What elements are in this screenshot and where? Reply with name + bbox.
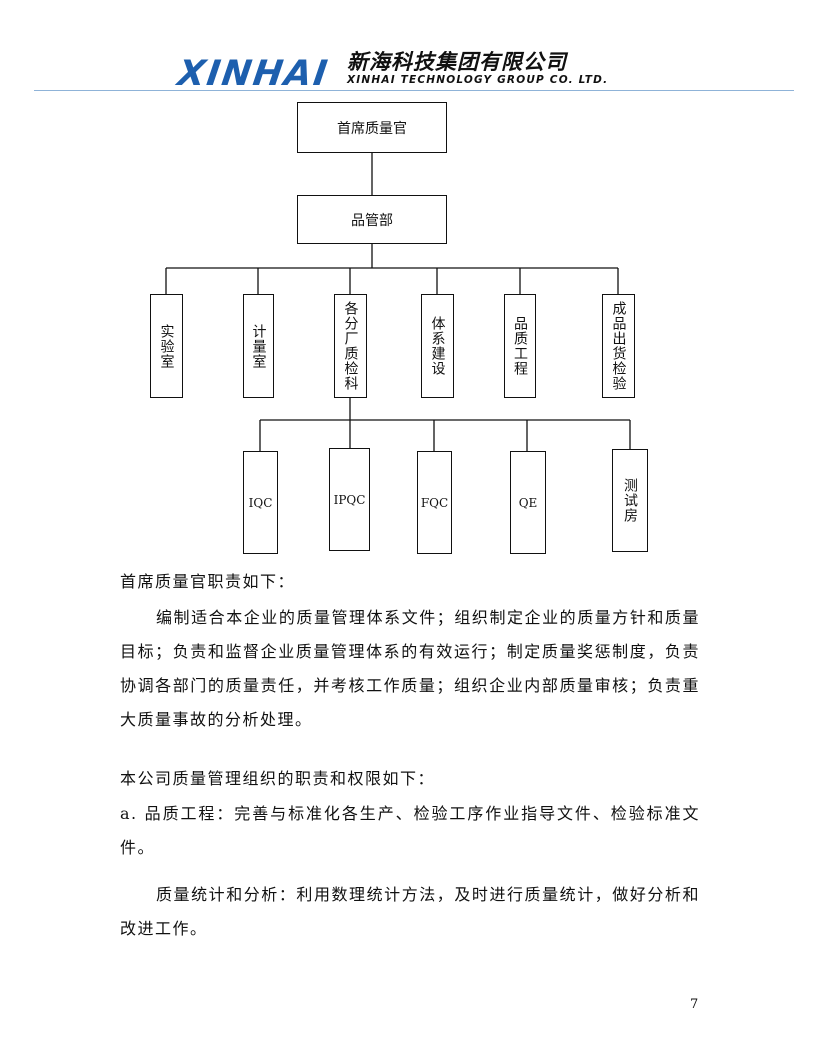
company-name-en: XINHAI TECHNOLOGY GROUP CO. LTD. <box>347 74 609 86</box>
org-box-test-room: 测试房 <box>612 449 648 552</box>
section-title-org-duties: 本公司质量管理组织的职责和权限如下： <box>120 769 436 788</box>
org-box-label: FQC <box>420 495 449 510</box>
org-box-label: 成品出货检验 <box>610 301 627 391</box>
org-box-chief-quality-officer: 首席质量官 <box>297 102 447 153</box>
org-box-laboratory: 实验室 <box>150 294 183 398</box>
org-box-qe: QE <box>510 451 546 554</box>
org-box-iqc: IQC <box>243 451 278 554</box>
org-box-label: 品管部 <box>351 212 393 229</box>
org-box-label: 体系建设 <box>429 316 446 376</box>
paragraph-quality-statistics: 质量统计和分析：利用数理统计方法，及时进行质量统计，做好分析和改进工作。 <box>120 885 700 938</box>
company-name-cn: 新海科技集团有限公司 <box>347 50 567 74</box>
org-box-system-building: 体系建设 <box>421 294 454 398</box>
org-box-fqc: FQC <box>417 451 452 554</box>
org-box-label: 实验室 <box>158 323 175 369</box>
org-box-metrology: 计量室 <box>243 294 274 398</box>
org-box-quality-dept: 品管部 <box>297 195 447 244</box>
org-box-label: 各分厂质检科 <box>342 301 359 391</box>
org-box-outgoing-inspection: 成品出货检验 <box>602 294 635 398</box>
org-box-label: 计量室 <box>250 323 267 369</box>
paragraph-quality-engineering: a. 品质工程：完善与标准化各生产、检验工序作业指导文件、检验标准文件。 <box>120 804 700 857</box>
org-box-label: IPQC <box>333 492 366 507</box>
page-number: 7 <box>690 997 699 1012</box>
org-box-label: 首席质量官 <box>337 120 407 137</box>
header-divider <box>34 90 794 91</box>
org-box-branch-qc: 各分厂质检科 <box>334 294 367 398</box>
org-box-label: 测试房 <box>622 478 638 523</box>
org-box-label: IQC <box>248 495 273 510</box>
paragraph-cqo-duties: 编制适合本企业的质量管理体系文件；组织制定企业的质量方针和质量目标；负责和监督企… <box>120 608 700 729</box>
org-box-label: QE <box>518 495 538 510</box>
org-box-label: 品质工程 <box>512 316 528 376</box>
org-box-ipqc: IPQC <box>329 448 370 551</box>
org-box-quality-engineering: 品质工程 <box>504 294 536 398</box>
section-title-cqo-duties: 首席质量官职责如下： <box>120 572 296 591</box>
org-chart-connectors <box>165 153 631 451</box>
